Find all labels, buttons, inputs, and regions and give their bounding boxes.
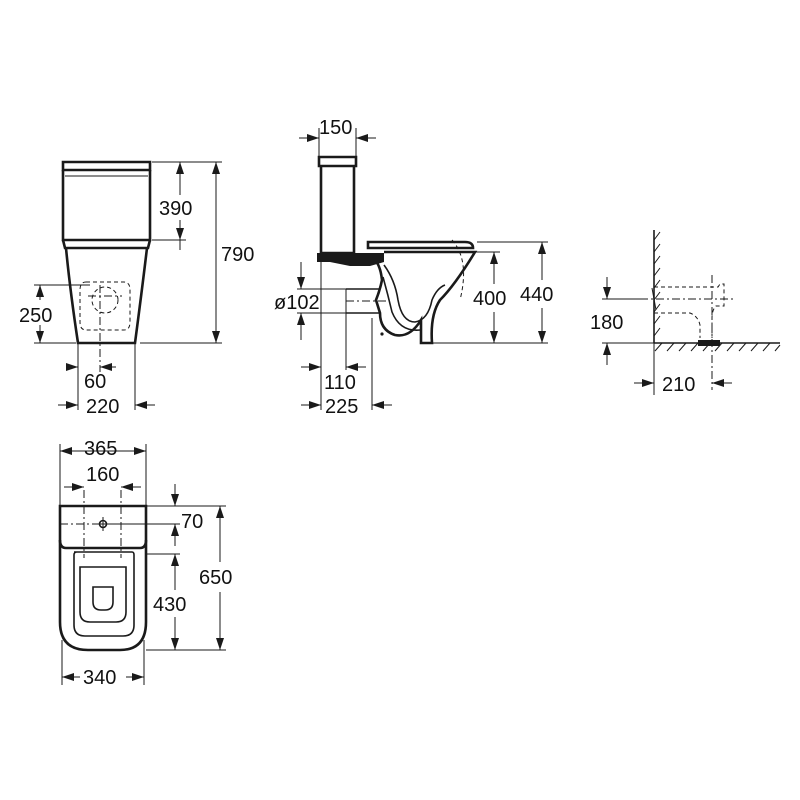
- dim-210-arrow-left: [642, 379, 654, 387]
- dim-790-arrow-top: [212, 162, 220, 174]
- dim-220-arrow-left: [66, 401, 78, 409]
- dim-180-arrow-bottom: [603, 343, 611, 355]
- dim-180-arrow-top: [603, 287, 611, 299]
- dim-220-label: 220: [86, 396, 119, 418]
- side-cistern-body: [319, 166, 356, 255]
- dim-250-label: 250: [19, 305, 52, 327]
- dim-790-label: 790: [221, 244, 254, 266]
- dim-440-arrow-top: [538, 242, 546, 254]
- dim-102-arrow-bottom: [297, 313, 305, 325]
- side-cistern-lid: [317, 155, 358, 168]
- top-view: 365 160 70 650 430 340: [58, 438, 232, 689]
- dim-150-label: 150: [319, 117, 352, 139]
- dim-430-label: 430: [153, 594, 186, 616]
- front-cistern-lid: [61, 160, 152, 172]
- side-seat: [366, 240, 475, 250]
- dim-150-arrow-right: [356, 134, 368, 142]
- dim-440-arrow-bottom: [538, 331, 546, 343]
- dim-400-arrow-top: [490, 252, 498, 264]
- dim-390-label: 390: [159, 198, 192, 220]
- front-cistern-body: [61, 170, 152, 242]
- front-hidden-outlet: [91, 286, 119, 314]
- dim-340-label: 340: [83, 667, 116, 689]
- dim-225-arrow-left: [309, 401, 321, 409]
- side-cistern-base: [317, 253, 384, 266]
- side-bowl: [371, 250, 478, 345]
- wall-hatch: [653, 231, 661, 337]
- dim-400-arrow-bottom: [490, 331, 498, 343]
- front-hidden-trap: [79, 281, 131, 331]
- side-trap-outer: [382, 276, 421, 331]
- side-trap-inner: [383, 264, 446, 323]
- dim-160-arrow-left: [72, 483, 84, 491]
- dim-70-label: 70: [181, 511, 203, 533]
- dim-390-arrow-top: [176, 162, 184, 174]
- dim-70-arrow-top: [171, 494, 179, 506]
- floor-hatch: [654, 342, 781, 352]
- dim-340-arrow-left: [62, 673, 74, 681]
- dim-60-arrow-right: [100, 363, 112, 371]
- dim-650-arrow-bottom: [216, 638, 224, 650]
- dim-110-arrow-left: [309, 363, 321, 371]
- front-pedestal: [64, 247, 149, 345]
- dim-210-label: 210: [662, 374, 695, 396]
- pipe-collar: [698, 340, 720, 346]
- dim-430-arrow-bottom: [171, 638, 179, 650]
- dim-250-arrow-top: [36, 285, 44, 297]
- dim-210-arrow-right: [712, 379, 724, 387]
- front-view: 790 390 250 60 220: [19, 160, 254, 418]
- dim-110-arrow-right: [346, 363, 358, 371]
- dim-60-label: 60: [84, 371, 106, 393]
- dim-365-arrow-left: [60, 447, 72, 455]
- pipe-outline-lower: [654, 312, 701, 338]
- dim-365-label: 365: [84, 438, 117, 460]
- dim-160-label: 160: [86, 464, 119, 486]
- pipe-outline: [654, 283, 725, 338]
- dim-250-arrow-bottom: [36, 331, 44, 343]
- dim-650-label: 650: [199, 567, 232, 589]
- dim-225-label: 225: [325, 396, 358, 418]
- dim-180-label: 180: [590, 312, 623, 334]
- top-bowl: [58, 540, 148, 652]
- dim-102-arrow-top: [297, 277, 305, 289]
- top-bowl-water: [79, 566, 127, 623]
- dim-220-arrow-right: [135, 401, 147, 409]
- dim-430-arrow-top: [171, 554, 179, 566]
- dim-60-arrow-left: [66, 363, 78, 371]
- wall-collar: [651, 287, 657, 311]
- dim-225-arrow-right: [372, 401, 384, 409]
- connection-detail: 180 210: [590, 230, 781, 396]
- dim-790-arrow-bottom: [212, 331, 220, 343]
- dim-650-arrow-top: [216, 506, 224, 518]
- side-view: 150 ø102 400 440 110: [274, 117, 553, 418]
- dim-400-label: 400: [473, 288, 506, 310]
- top-bowl-inner: [73, 551, 135, 637]
- side-fixing-dot: [380, 332, 384, 336]
- dim-390-arrow-bottom: [176, 228, 184, 240]
- dim-150-arrow-left: [307, 134, 319, 142]
- dim-70-arrow-bottom: [171, 524, 179, 536]
- dim-365-arrow-right: [134, 447, 146, 455]
- front-seat: [61, 239, 152, 250]
- dim-102-label: ø102: [274, 292, 320, 314]
- dim-440-label: 440: [520, 284, 553, 306]
- dim-160-arrow-right: [121, 483, 133, 491]
- top-bowl-drain: [92, 586, 114, 611]
- dim-110-label: 110: [324, 372, 356, 394]
- dim-340-arrow-right: [132, 673, 144, 681]
